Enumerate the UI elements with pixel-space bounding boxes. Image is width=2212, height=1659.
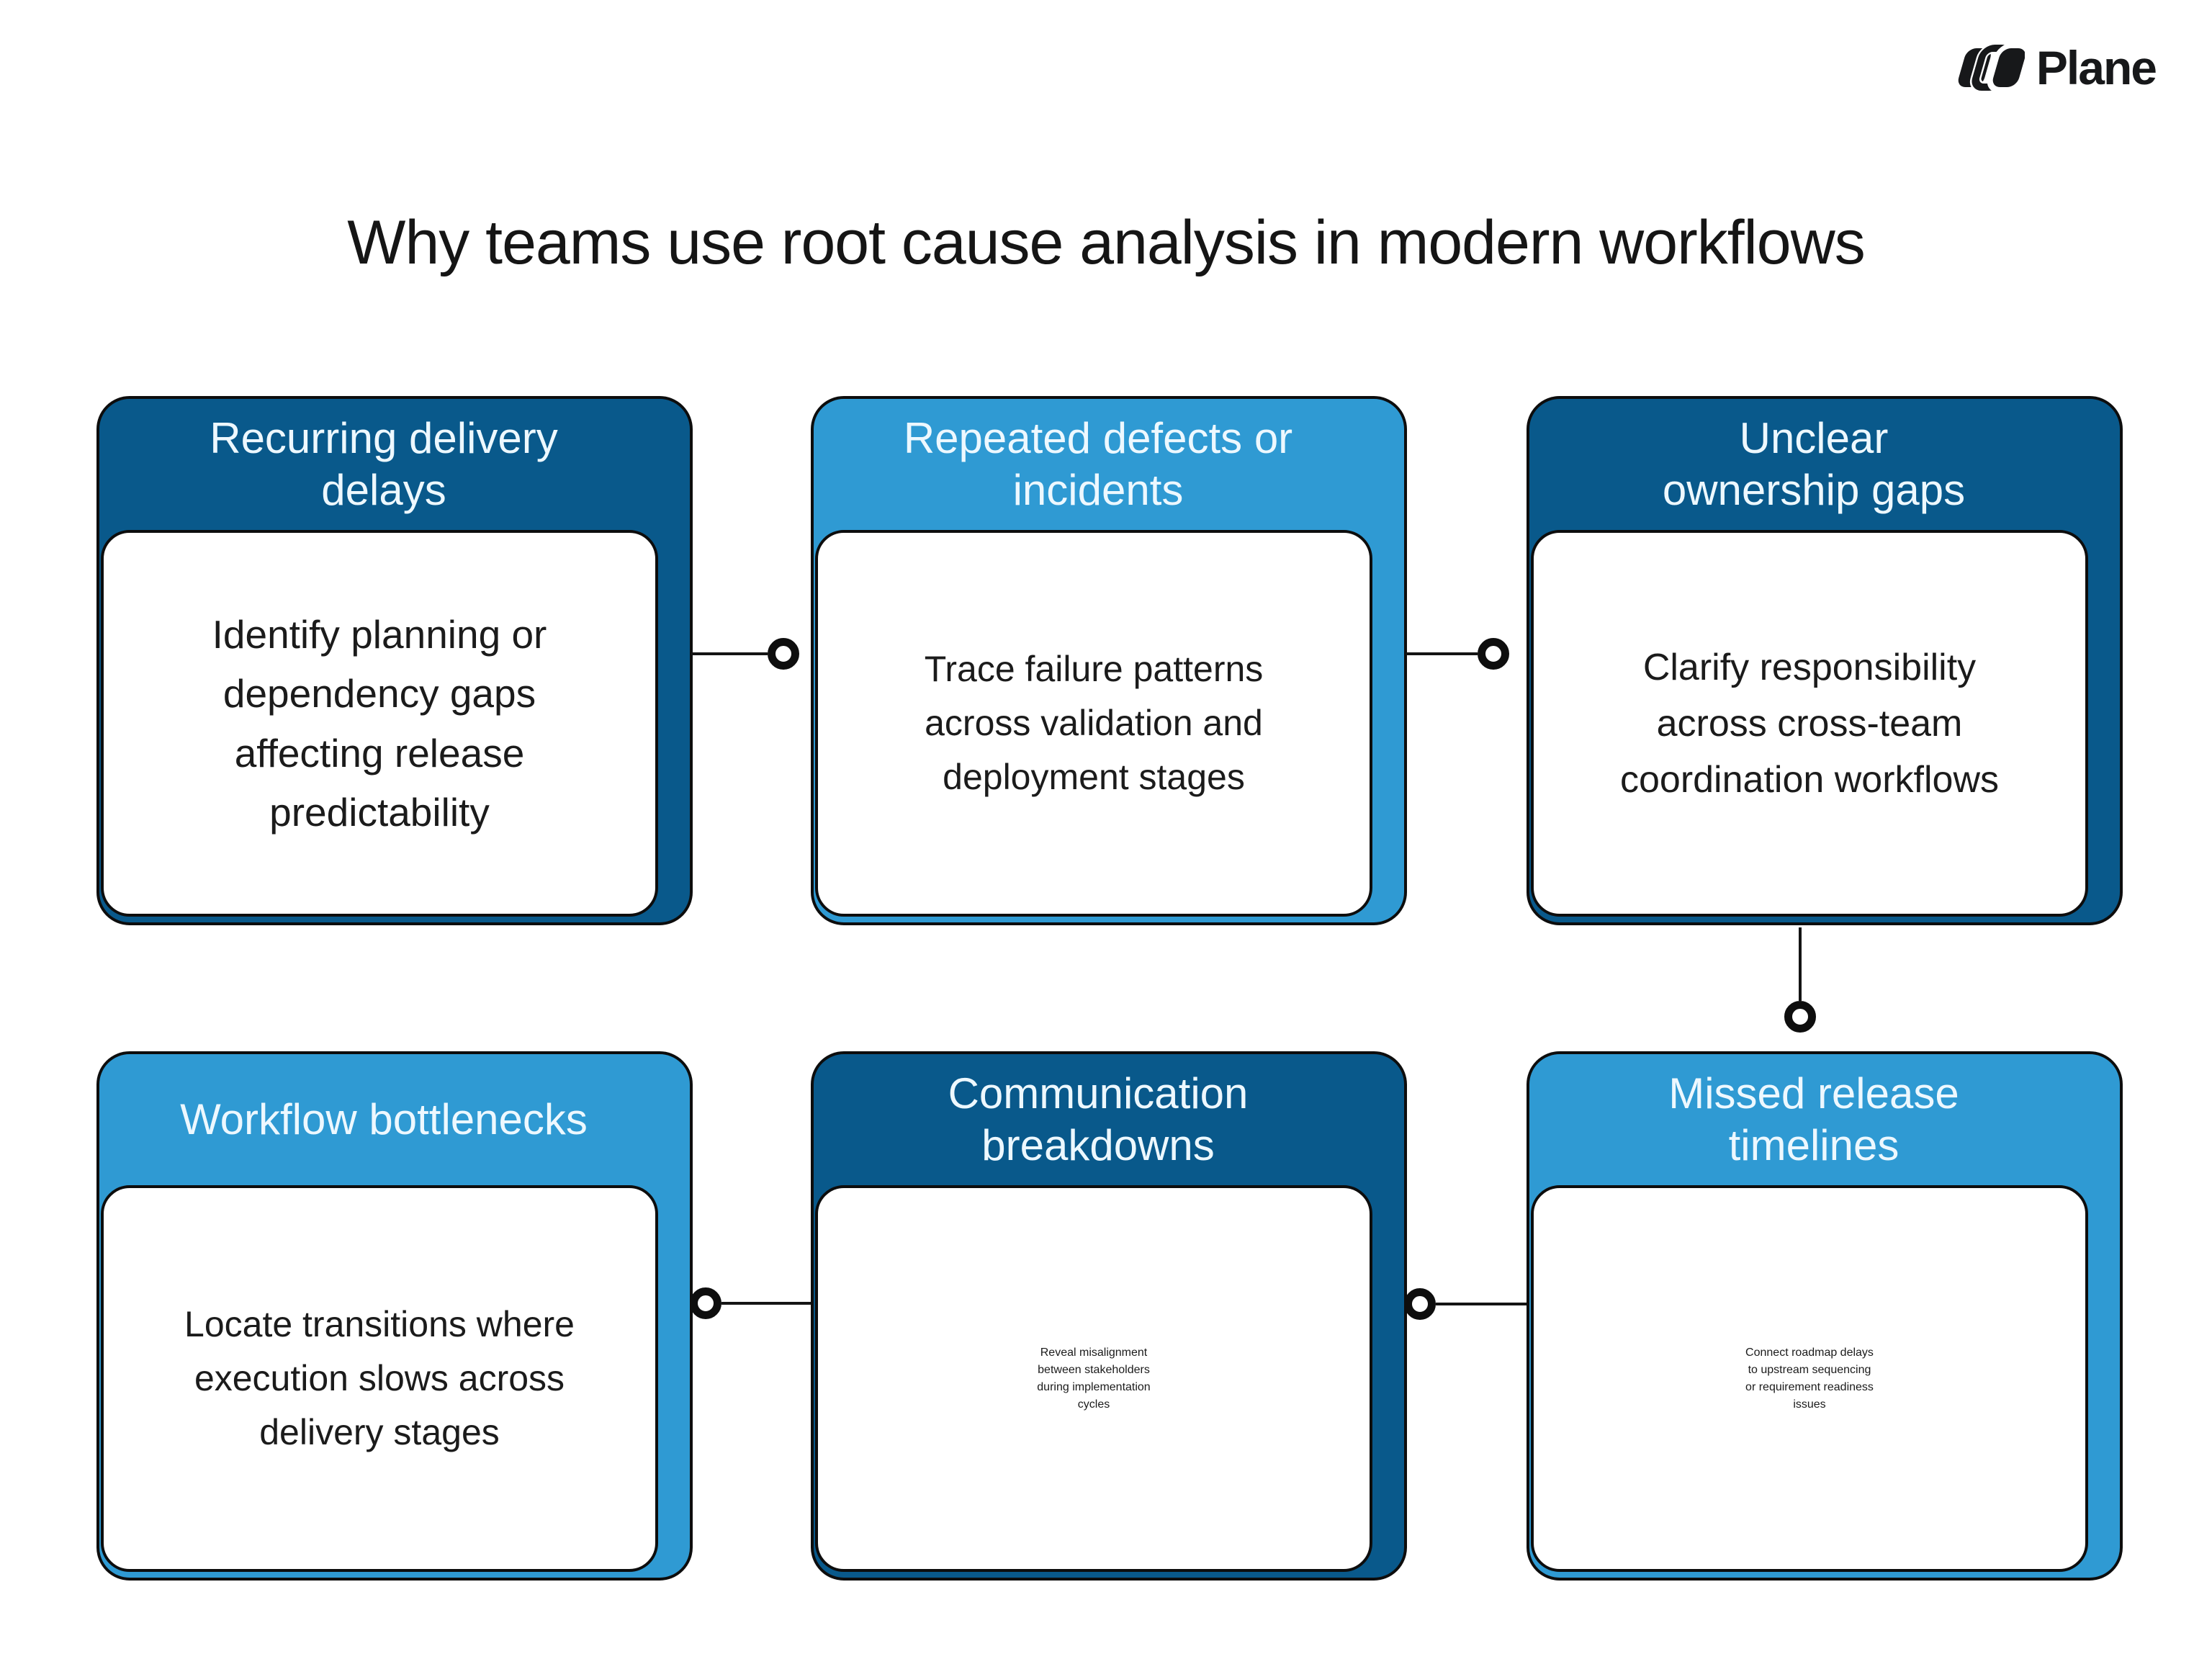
plane-logo-icon [1958, 43, 2025, 92]
card-header: Workflow bottlenecks [180, 1095, 588, 1143]
page-title: Why teams use root cause analysis in mod… [347, 208, 1865, 277]
card-body-text: Locate transitions where execution slows… [184, 1304, 575, 1452]
card-header: Unclear ownership gaps [1662, 414, 1966, 514]
card-header: Missed release timelines [1668, 1069, 1959, 1169]
card-body-panel: Connect roadmap delays to upstream seque… [1531, 1185, 2088, 1572]
connector-node-card2-card3 [1478, 638, 1509, 670]
cause-card-communication-breakdowns: Communication breakdowns Reveal misalign… [811, 1051, 1407, 1581]
card-body-panel: Identify planning or dependency gaps aff… [101, 530, 658, 917]
cause-card-missed-release-timelines: Missed release timelines Connect roadmap… [1527, 1051, 2123, 1581]
connector-line-card5-card6 [1436, 1303, 1527, 1305]
card-body-text: Connect roadmap delays to upstream seque… [1745, 1346, 1874, 1411]
plane-brand-name: Plane [2036, 41, 2157, 94]
cause-card-unclear-ownership: Unclear ownership gaps Clarify responsib… [1527, 396, 2123, 925]
card-body-text: Reveal misalignment between stakeholders… [1037, 1346, 1151, 1411]
connector-line-card2-card3 [1406, 652, 1478, 655]
card-body-text: Clarify responsibility across cross-team… [1619, 646, 2000, 801]
card-header: Communication breakdowns [948, 1069, 1249, 1169]
card-body-panel: Reveal misalignment between stakeholders… [815, 1185, 1372, 1572]
card-body-panel: Clarify responsibility across cross-team… [1531, 530, 2088, 917]
card-header: Repeated defects or incidents [903, 414, 1293, 514]
cause-card-workflow-bottlenecks: Workflow bottlenecks Locate transitions … [96, 1051, 693, 1581]
card-body-panel: Locate transitions where execution slows… [101, 1185, 658, 1572]
connector-node-card4-card5 [690, 1287, 721, 1319]
connector-line-card1-card2 [691, 652, 768, 655]
connector-line-card4-card5 [721, 1302, 811, 1305]
connector-node-card1-card2 [768, 638, 799, 670]
plane-logo: Plane [1953, 40, 2157, 95]
card-header: Recurring delivery delays [210, 414, 558, 514]
connector-node-card3-card6 [1784, 1001, 1816, 1033]
cause-card-recurring-delivery-delays: Recurring delivery delays Identify plann… [96, 396, 693, 925]
card-body-text: Identify planning or dependency gaps aff… [212, 611, 547, 835]
connector-line-card3-card6 [1799, 927, 1802, 1001]
connector-node-card5-card6 [1404, 1288, 1436, 1320]
card-body-text: Trace failure patterns across validation… [924, 649, 1264, 797]
card-body-panel: Trace failure patterns across validation… [815, 530, 1372, 917]
cause-card-repeated-defects: Repeated defects or incidents Trace fail… [811, 396, 1407, 925]
